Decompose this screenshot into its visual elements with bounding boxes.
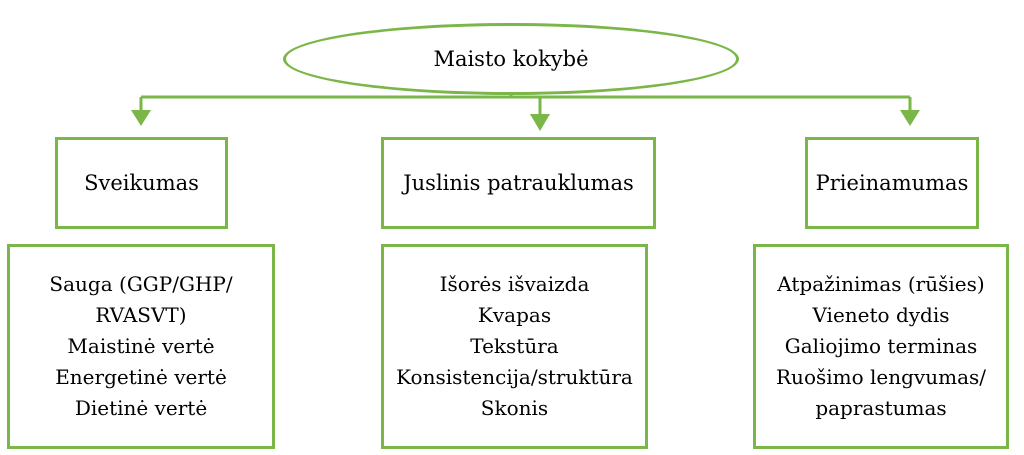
detail-item: Dietinė vertė — [74, 396, 208, 420]
category-label: Sveikumas — [84, 171, 199, 195]
detail-item: Atpažinimas (rūšies) — [777, 272, 985, 296]
detail-item: RVASVT) — [95, 303, 187, 327]
detail-item: Vieneto dydis — [812, 303, 950, 327]
detail-item: Energetinė vertė — [55, 365, 227, 389]
root-node-ellipse: Maisto kokybė — [283, 23, 739, 95]
category-label: Juslinis patrauklumas — [403, 171, 634, 195]
detail-box-juslinis-patrauklumas: Išorės išvaizda Kvapas Tekstūra Konsiste… — [381, 244, 648, 449]
detail-item: Sauga (GGP/GHP/ — [49, 272, 233, 296]
arrowhead-1 — [131, 110, 151, 126]
detail-item: Išorės išvaizda — [439, 272, 590, 296]
arrowhead-2 — [530, 114, 550, 131]
root-label: Maisto kokybė — [433, 47, 589, 71]
category-box-sveikumas: Sveikumas — [55, 137, 228, 229]
category-box-juslinis-patrauklumas: Juslinis patrauklumas — [381, 137, 656, 229]
category-label: Prieinamumas — [815, 171, 969, 195]
detail-item: Kvapas — [477, 303, 552, 327]
detail-item: Skonis — [480, 396, 549, 420]
detail-item: Galiojimo terminas — [784, 334, 978, 358]
category-box-prieinamumas: Prieinamumas — [805, 137, 979, 229]
detail-item: Tekstūra — [470, 334, 559, 358]
arrowhead-3 — [900, 110, 920, 126]
detail-item: Konsistencija/struktūra — [396, 365, 633, 389]
detail-item: Ruošimo lengvumas/ — [776, 365, 986, 389]
detail-box-prieinamumas: Atpažinimas (rūšies) Vieneto dydis Galio… — [753, 244, 1009, 449]
detail-box-sveikumas: Sauga (GGP/GHP/ RVASVT) Maistinė vertė E… — [7, 244, 275, 449]
detail-item: paprastumas — [815, 396, 947, 420]
detail-item: Maistinė vertė — [67, 334, 215, 358]
